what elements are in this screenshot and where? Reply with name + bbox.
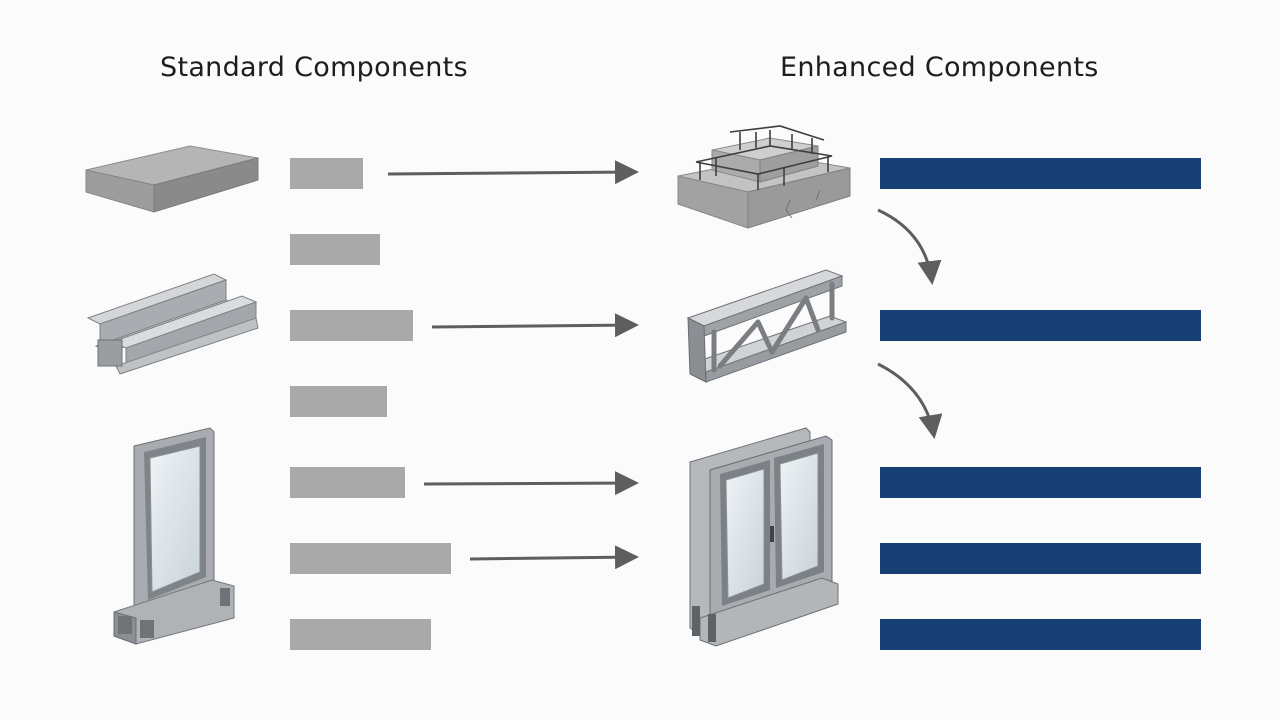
concrete-slab-icon	[85, 145, 259, 213]
arrow-curved-1	[877, 208, 942, 285]
standard-bar-2	[290, 234, 380, 265]
steel-beam-icon	[86, 273, 259, 375]
standard-bar-4	[290, 386, 387, 417]
double-glazed-window-icon	[689, 427, 839, 647]
enhanced-bar-4	[880, 543, 1201, 574]
enhanced-bar-1	[880, 158, 1201, 189]
standard-bar-3	[290, 310, 413, 341]
reinforced-foundation-icon	[677, 125, 851, 229]
standard-bar-1	[290, 158, 363, 189]
arrow-window-to-glazed-1	[423, 471, 639, 496]
arrow-slab-to-foundation	[387, 160, 639, 185]
enhanced-components-heading: Enhanced Components	[780, 52, 1099, 83]
enhanced-bar-5	[880, 619, 1201, 650]
enhanced-bar-2	[880, 310, 1201, 341]
arrow-window-to-glazed-2	[469, 545, 639, 570]
standard-bar-7	[290, 619, 431, 650]
enhanced-bar-3	[880, 467, 1201, 498]
window-frame-icon	[113, 427, 235, 645]
standard-bar-6	[290, 543, 451, 574]
standard-components-heading: Standard Components	[160, 52, 468, 83]
arrow-curved-2	[877, 362, 943, 439]
standard-bar-5	[290, 467, 405, 498]
truss-beam-icon	[686, 269, 848, 383]
arrow-beam-to-truss	[431, 313, 639, 338]
